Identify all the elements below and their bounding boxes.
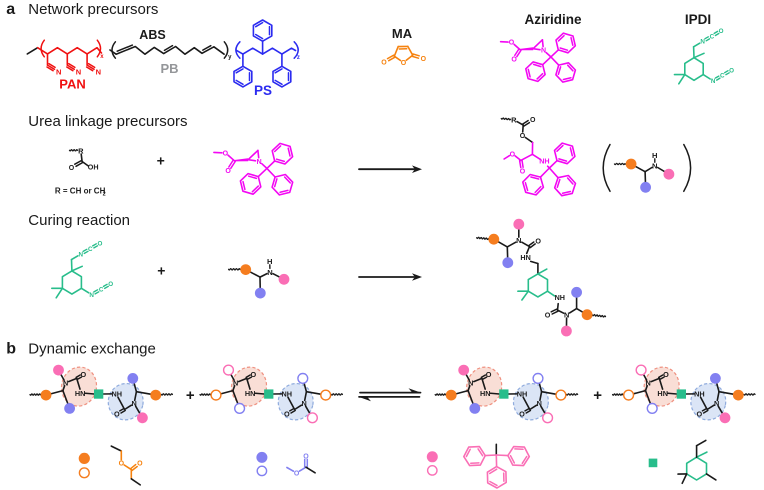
svg-text:O: O — [511, 56, 517, 63]
svg-text:C: C — [99, 286, 104, 293]
svg-text:O: O — [81, 370, 87, 379]
svg-text:2: 2 — [103, 191, 106, 197]
svg-text:N: N — [63, 378, 68, 387]
svg-text:N: N — [131, 399, 136, 408]
svg-text:z: z — [297, 55, 300, 61]
svg-text:O: O — [114, 410, 120, 419]
svg-text:O: O — [284, 410, 290, 419]
svg-text:N: N — [76, 67, 81, 76]
svg-text:Network precursors: Network precursors — [28, 1, 158, 18]
svg-text:HN: HN — [480, 389, 491, 398]
svg-text:Aziridine: Aziridine — [524, 12, 581, 27]
svg-text:NH: NH — [555, 293, 565, 302]
svg-text:Dynamic exchange: Dynamic exchange — [28, 340, 156, 357]
svg-text:MA: MA — [392, 26, 413, 41]
svg-text:HN: HN — [520, 253, 530, 262]
svg-text:HN: HN — [75, 389, 86, 398]
svg-text:PB: PB — [160, 61, 178, 76]
svg-text:+: + — [186, 387, 195, 404]
svg-text:N: N — [714, 399, 719, 408]
svg-text:HN: HN — [657, 389, 668, 398]
svg-text:O: O — [381, 60, 387, 67]
svg-text:O: O — [223, 150, 229, 157]
svg-text:O: O — [729, 67, 734, 74]
svg-text:O: O — [294, 470, 300, 477]
svg-text:O: O — [225, 168, 231, 175]
svg-text:O: O — [663, 370, 669, 379]
svg-text:N: N — [516, 236, 521, 245]
svg-text:a: a — [6, 1, 15, 18]
svg-text:C: C — [88, 246, 93, 253]
svg-text:O: O — [421, 56, 427, 63]
svg-text:N: N — [267, 268, 272, 277]
svg-text:NH: NH — [112, 390, 123, 399]
svg-text:ABS: ABS — [139, 28, 165, 42]
svg-text:O: O — [520, 169, 526, 176]
svg-text:O: O — [545, 311, 551, 320]
svg-text:O: O — [486, 370, 492, 379]
svg-text:N: N — [564, 310, 569, 319]
svg-text:O: O — [697, 410, 703, 419]
svg-text:IPDI: IPDI — [685, 12, 711, 27]
svg-text:C: C — [720, 73, 725, 80]
svg-text:N: N — [711, 78, 716, 85]
svg-text:N: N — [646, 378, 651, 387]
svg-text:O: O — [251, 370, 257, 379]
svg-text:N: N — [700, 39, 705, 46]
svg-text:+: + — [157, 262, 165, 278]
svg-text:N: N — [541, 48, 546, 55]
svg-text:PS: PS — [254, 83, 272, 98]
svg-text:N: N — [468, 378, 473, 387]
svg-text:O: O — [69, 165, 75, 172]
svg-text:N: N — [257, 159, 262, 166]
svg-text:NH: NH — [694, 390, 705, 399]
svg-text:O: O — [401, 60, 407, 67]
svg-text:N: N — [89, 292, 94, 299]
svg-text:N: N — [96, 67, 101, 76]
svg-text:O: O — [510, 151, 516, 158]
svg-text:O: O — [535, 236, 541, 245]
svg-text:N: N — [233, 378, 238, 387]
svg-text:N: N — [79, 251, 84, 258]
svg-text:H: H — [652, 151, 657, 160]
svg-text:O: O — [530, 117, 536, 124]
svg-text:+: + — [593, 387, 602, 404]
svg-text:+: + — [157, 152, 165, 168]
svg-text:O: O — [119, 461, 125, 468]
svg-text:HN: HN — [245, 389, 256, 398]
svg-text:x: x — [100, 54, 104, 60]
svg-text:N: N — [301, 399, 306, 408]
svg-text:Curing reaction: Curing reaction — [28, 212, 130, 229]
svg-text:y: y — [228, 54, 232, 60]
svg-text:PAN: PAN — [59, 77, 85, 92]
svg-text:C: C — [710, 33, 715, 40]
svg-text:R = CH or CH: R = CH or CH — [55, 186, 106, 195]
svg-text:b: b — [6, 340, 16, 357]
svg-text:NH: NH — [517, 390, 528, 399]
svg-text:O: O — [509, 40, 515, 47]
svg-text:O: O — [137, 461, 143, 468]
svg-text:O: O — [520, 133, 526, 140]
svg-text:O: O — [97, 240, 102, 247]
svg-text:Urea linkage precursors: Urea linkage precursors — [28, 113, 187, 130]
svg-text:N: N — [652, 161, 657, 170]
svg-text:NH: NH — [539, 156, 549, 165]
svg-text:H: H — [267, 257, 272, 266]
svg-text:N: N — [56, 67, 61, 76]
svg-text:OH: OH — [88, 163, 99, 172]
svg-text:R: R — [78, 146, 84, 155]
svg-text:NH: NH — [282, 390, 293, 399]
svg-text:O: O — [519, 410, 525, 419]
svg-text:O: O — [108, 281, 113, 288]
svg-text:O: O — [719, 28, 724, 35]
svg-text:O: O — [303, 454, 309, 461]
svg-text:R: R — [511, 116, 517, 125]
svg-text:N: N — [537, 399, 542, 408]
